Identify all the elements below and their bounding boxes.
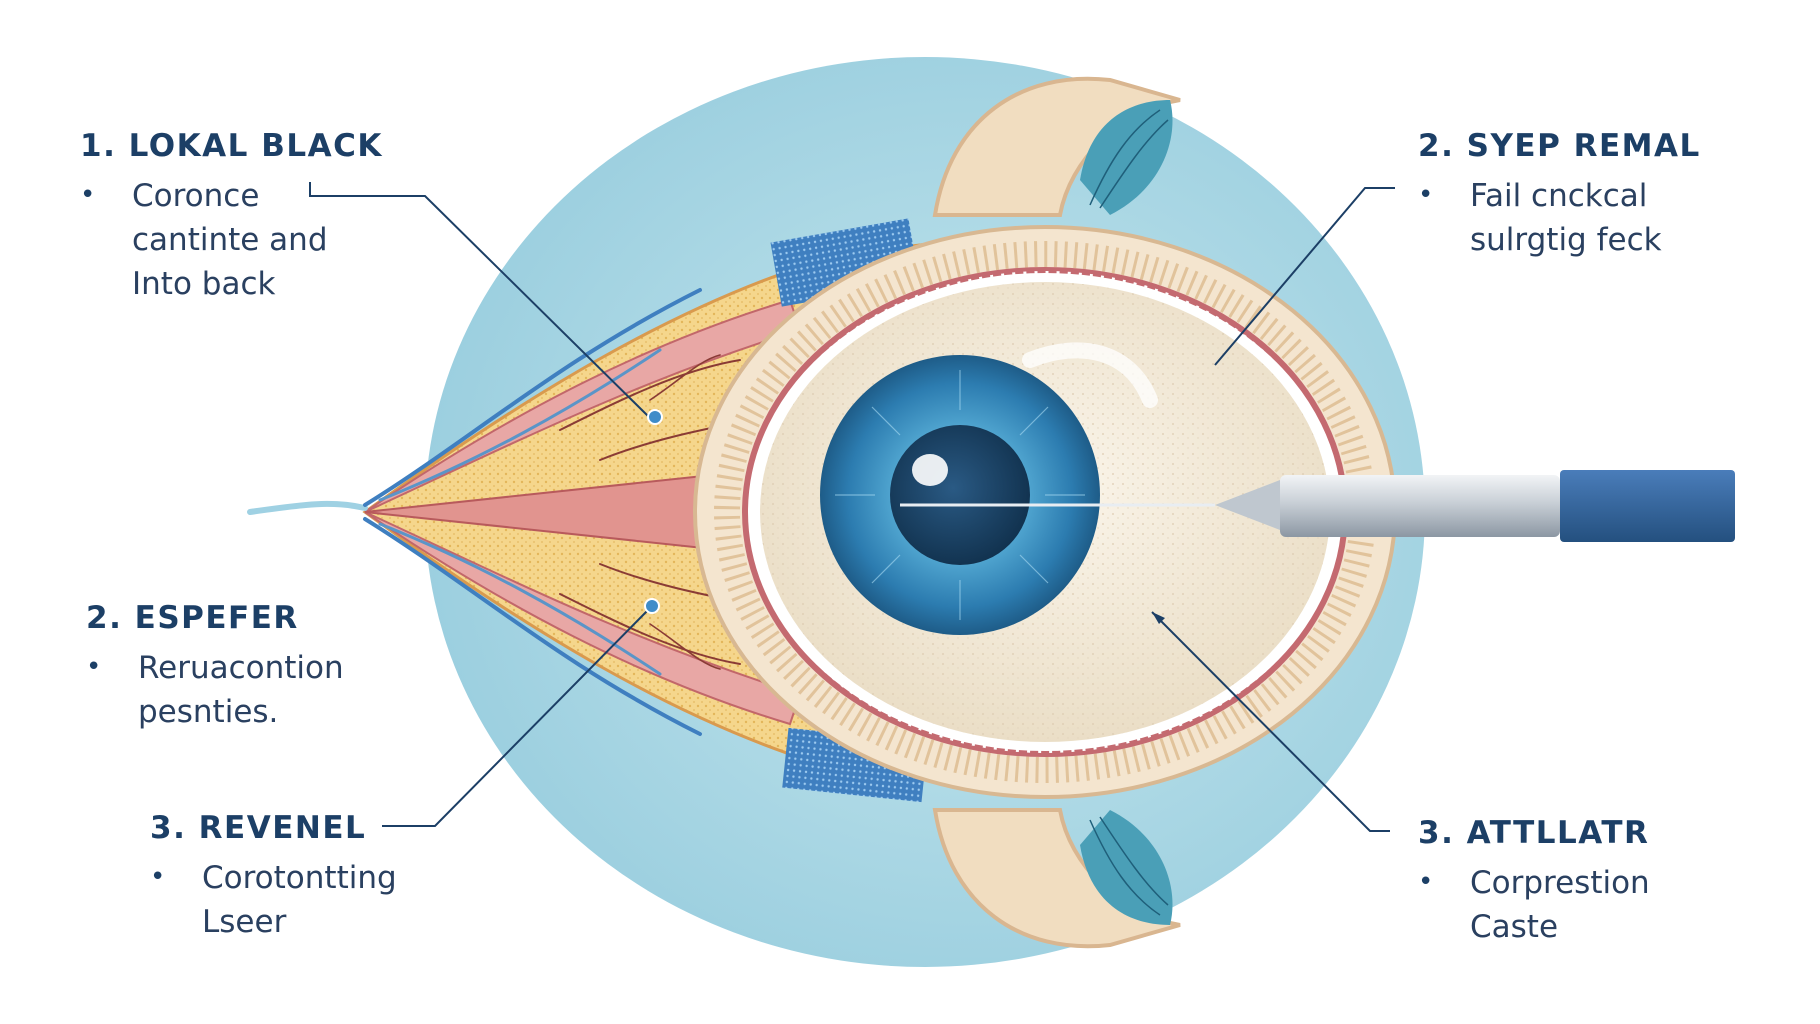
callout-number: 3. bbox=[1418, 815, 1455, 851]
bullet-icon: • bbox=[1418, 180, 1434, 210]
upper-fiber-patch bbox=[1080, 100, 1173, 215]
bullet-icon: • bbox=[86, 652, 102, 682]
callout-title: 2. SYEP REMAL bbox=[1418, 128, 1701, 164]
surgical-probe-icon bbox=[900, 470, 1735, 542]
bullet-icon: • bbox=[80, 180, 96, 210]
callout-heading: SYEP REMAL bbox=[1466, 128, 1701, 164]
callout-title: 3. ATTLLATR bbox=[1418, 815, 1650, 851]
callout-heading: REVENEL bbox=[198, 810, 367, 846]
pupil bbox=[890, 425, 1030, 565]
callout-revenel: 3. REVENEL • Corotontting Lseer bbox=[150, 810, 397, 944]
arrowhead-attllatr bbox=[1152, 612, 1165, 624]
bullet-icon: • bbox=[150, 862, 166, 892]
callout-attllatr: 3. ATTLLATR • Corprestion Caste bbox=[1418, 815, 1650, 949]
callout-number: 3. bbox=[150, 810, 187, 846]
callout-title: 3. REVENEL bbox=[150, 810, 397, 846]
callout-body: Coronce cantinte and Into back bbox=[132, 178, 328, 302]
leader-lokal-black bbox=[309, 182, 651, 419]
callout-body: Corprestion Caste bbox=[1470, 865, 1650, 945]
callout-espefer: 2. ESPEFER • Reruacontion pesnties. bbox=[86, 600, 344, 734]
callout-heading: ESPEFER bbox=[134, 600, 299, 636]
callout-syep-remal: 2. SYEP REMAL • Fail cnckcal sulrgtig fe… bbox=[1418, 128, 1701, 262]
marker-revenel bbox=[644, 598, 660, 614]
callout-body: Corotontting Lseer bbox=[202, 860, 397, 940]
lower-fiber-patch bbox=[1080, 810, 1173, 925]
callout-heading: ATTLLATR bbox=[1466, 815, 1650, 851]
callout-title: 1. LOKAL BLACK bbox=[80, 128, 383, 164]
leader-revenel bbox=[382, 607, 651, 827]
callout-title: 2. ESPEFER bbox=[86, 600, 344, 636]
marker-lokal-black bbox=[647, 409, 663, 425]
upper-lid-structure bbox=[932, 76, 1181, 217]
lower-lid-structure bbox=[932, 808, 1181, 949]
callout-body: Reruacontion pesnties. bbox=[138, 650, 344, 730]
vessels bbox=[247, 288, 751, 736]
leader-attllatr bbox=[1151, 611, 1390, 832]
callout-number: 2. bbox=[1418, 128, 1455, 164]
callout-heading: LOKAL BLACK bbox=[128, 128, 383, 164]
bullet-icon: • bbox=[1418, 867, 1434, 897]
leader-syep-remal bbox=[1214, 187, 1395, 366]
callout-lokal-black: 1. LOKAL BLACK • Coronce cantinte and In… bbox=[80, 128, 383, 306]
callout-body: Fail cnckcal sulrgtig feck bbox=[1470, 178, 1662, 258]
callout-number: 2. bbox=[86, 600, 123, 636]
leader-lines bbox=[309, 182, 1395, 832]
callout-number: 1. bbox=[80, 128, 117, 164]
